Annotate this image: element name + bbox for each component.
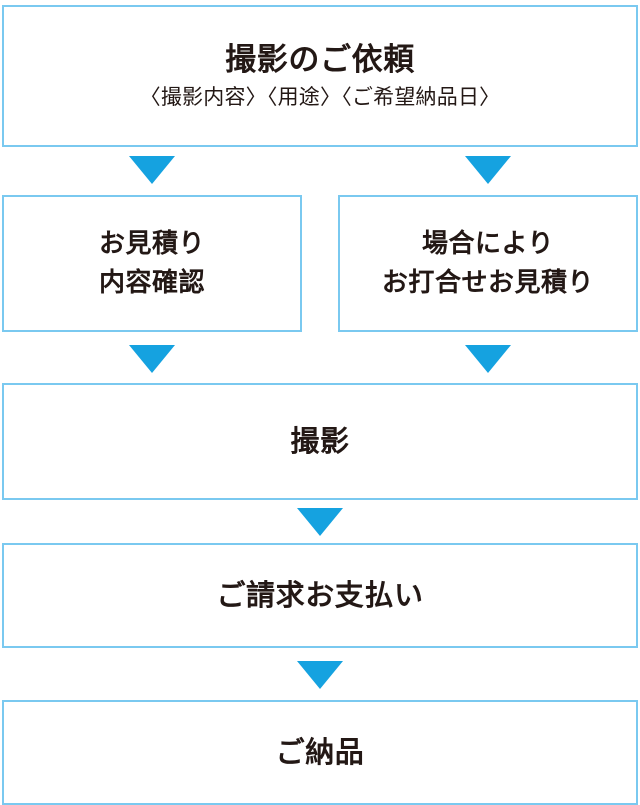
flow-step-meeting-title: 場合により お打合せお見積り [381, 229, 595, 298]
flow-step-shooting: 撮影 [2, 383, 638, 500]
down-triangle-icon-request-to-meeting [465, 156, 511, 184]
flow-step-shooting-title: 撮影 [290, 423, 350, 458]
down-triangle-icon-shooting-to-payment [297, 508, 343, 536]
down-triangle-icon-estimate-to-shooting [129, 345, 175, 373]
flow-step-delivery-title: ご納品 [275, 734, 365, 769]
flow-step-delivery: ご納品 [2, 700, 638, 805]
flow-step-payment-title: ご請求お支払い [216, 577, 424, 612]
down-triangle-icon-meeting-to-shooting [465, 345, 511, 373]
flow-step-estimate: お見積り 内容確認 [2, 195, 302, 332]
flow-step-request: 撮影のご依頼 〈撮影内容〉〈用途〉〈ご希望納品日〉 [2, 5, 638, 147]
flow-step-request-title: 撮影のご依頼 [225, 41, 415, 78]
flow-step-payment: ご請求お支払い [2, 543, 638, 648]
flow-step-estimate-title: お見積り 内容確認 [98, 229, 206, 298]
down-triangle-icon-request-to-estimate [129, 156, 175, 184]
flow-step-meeting: 場合により お打合せお見積り [338, 195, 638, 332]
flow-step-request-subtitle: 〈撮影内容〉〈用途〉〈ご希望納品日〉 [139, 85, 501, 110]
down-triangle-icon-payment-to-delivery [297, 661, 343, 689]
